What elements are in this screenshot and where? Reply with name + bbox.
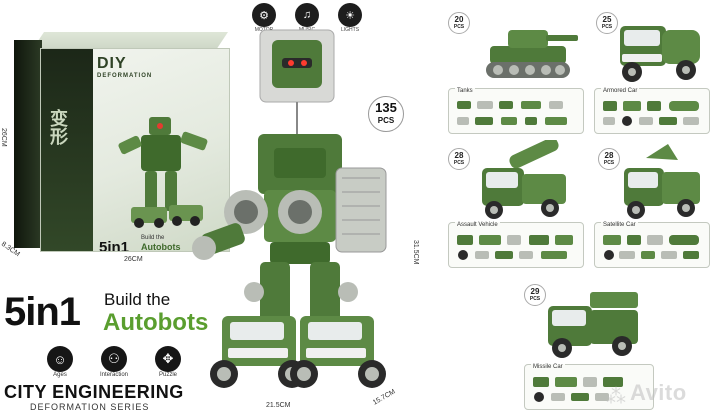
vehicle-name: Satellite Car bbox=[601, 222, 638, 228]
light-icon: ☀ bbox=[338, 3, 362, 27]
vehicle-name: Missile Car bbox=[531, 364, 565, 370]
parts-strip-armored: Armored Car bbox=[594, 88, 710, 134]
badge-lights: ☀ LIGHTS bbox=[338, 3, 367, 33]
feature-interaction: ⚇ Interaction bbox=[94, 346, 134, 378]
parts-strip-assault: Assault Vehicle bbox=[448, 222, 584, 268]
vehicle-pcs: 20 bbox=[454, 15, 464, 24]
pcs-unit: PCS bbox=[377, 116, 395, 125]
feature-label: Interaction bbox=[99, 372, 129, 378]
vehicle-unit: PCS bbox=[453, 160, 465, 166]
robot-pcs-badge: 135 PCS bbox=[368, 96, 404, 132]
parts-icons bbox=[457, 101, 567, 125]
footer-title: CITY ENGINEERING bbox=[4, 382, 184, 402]
box-height-dim: 26CM bbox=[0, 128, 7, 147]
feature-ages: ☺ Ages bbox=[40, 346, 80, 378]
parts-strip-tanks: Tanks bbox=[448, 88, 584, 134]
vehicle-unit: PCS bbox=[603, 160, 615, 166]
vehicle-pcs: 28 bbox=[454, 151, 464, 160]
box-width-dim: 26CM bbox=[124, 256, 143, 263]
parts-icons bbox=[457, 235, 573, 260]
vehicle-pcs-badge: 28 PCS bbox=[448, 148, 470, 170]
feature-label: Puzzle bbox=[158, 372, 177, 378]
vehicle-name: Tanks bbox=[455, 88, 475, 94]
vehicle-pcs-badge: 20 PCS bbox=[448, 12, 470, 34]
box-side-face bbox=[14, 40, 42, 248]
box-title: DIY bbox=[97, 55, 127, 72]
box-banner bbox=[41, 49, 93, 251]
box-5in1-label: 5in1 bbox=[99, 239, 130, 252]
footer-subtitle: DEFORMATION SERIES bbox=[30, 402, 150, 412]
robot-illustration bbox=[192, 29, 387, 388]
product-box: 变形 DIY DEFORMATION 5in1 Build the Autobo… bbox=[40, 48, 230, 252]
vehicle-name: Armored Car bbox=[601, 88, 640, 94]
vehicle-pcs: 28 bbox=[604, 151, 614, 160]
armored-car-illustration bbox=[620, 26, 700, 82]
badge-label: LIGHTS bbox=[340, 27, 360, 33]
vehicle-pcs-badge: 28 PCS bbox=[598, 148, 620, 170]
vehicle-name: Assault Vehicle bbox=[455, 222, 500, 228]
vehicle-pcs-badge: 29 PCS bbox=[524, 284, 546, 306]
pcs-count: 135 bbox=[375, 100, 397, 115]
vehicle-pcs: 29 bbox=[530, 287, 540, 296]
parts-strip-satellite: Satellite Car bbox=[594, 222, 710, 268]
box-autobots-label: Autobots bbox=[141, 242, 181, 252]
box-kanji: 变形 bbox=[48, 109, 68, 145]
headline-autobots: Autobots bbox=[103, 309, 209, 336]
box-build-label: Build the bbox=[141, 235, 165, 241]
headline-5in1: 5in1 bbox=[4, 290, 81, 334]
vehicle-unit: PCS bbox=[529, 296, 541, 302]
headline-build: Build the bbox=[104, 290, 171, 309]
robot-height-dim: 31.5CM bbox=[412, 240, 419, 265]
assault-vehicle-illustration bbox=[482, 140, 566, 219]
parts-icons bbox=[533, 377, 623, 402]
vehicle-unit: PCS bbox=[453, 24, 465, 30]
box-subtitle: DEFORMATION bbox=[97, 73, 153, 79]
people-icon: ⚇ bbox=[101, 346, 127, 372]
parts-strip-missile: Missile Car bbox=[524, 364, 654, 410]
vehicle-unit: PCS bbox=[601, 24, 613, 30]
vehicle-pcs: 25 bbox=[602, 15, 612, 24]
motor-icon: ⚙ bbox=[252, 3, 276, 27]
puzzle-icon: ✥ bbox=[155, 346, 181, 372]
robot-width-dim: 21.5CM bbox=[266, 402, 291, 409]
face-icon: ☺ bbox=[47, 346, 73, 372]
tank-illustration bbox=[486, 30, 578, 78]
feature-icons: ☺ Ages ⚇ Interaction ✥ Puzzle bbox=[40, 346, 188, 378]
missile-car-illustration bbox=[548, 292, 638, 358]
feature-puzzle: ✥ Puzzle bbox=[148, 346, 188, 378]
music-icon: ♫ bbox=[295, 3, 319, 27]
vehicle-pcs-badge: 25 PCS bbox=[596, 12, 618, 34]
box-robot-illustration bbox=[118, 117, 208, 228]
feature-label: Ages bbox=[53, 372, 67, 378]
parts-icons bbox=[603, 235, 699, 260]
watermark-dots-icon: ⁂ bbox=[606, 386, 626, 408]
satellite-car-illustration bbox=[624, 144, 700, 219]
watermark: Avito bbox=[630, 380, 687, 405]
parts-icons bbox=[603, 101, 699, 126]
